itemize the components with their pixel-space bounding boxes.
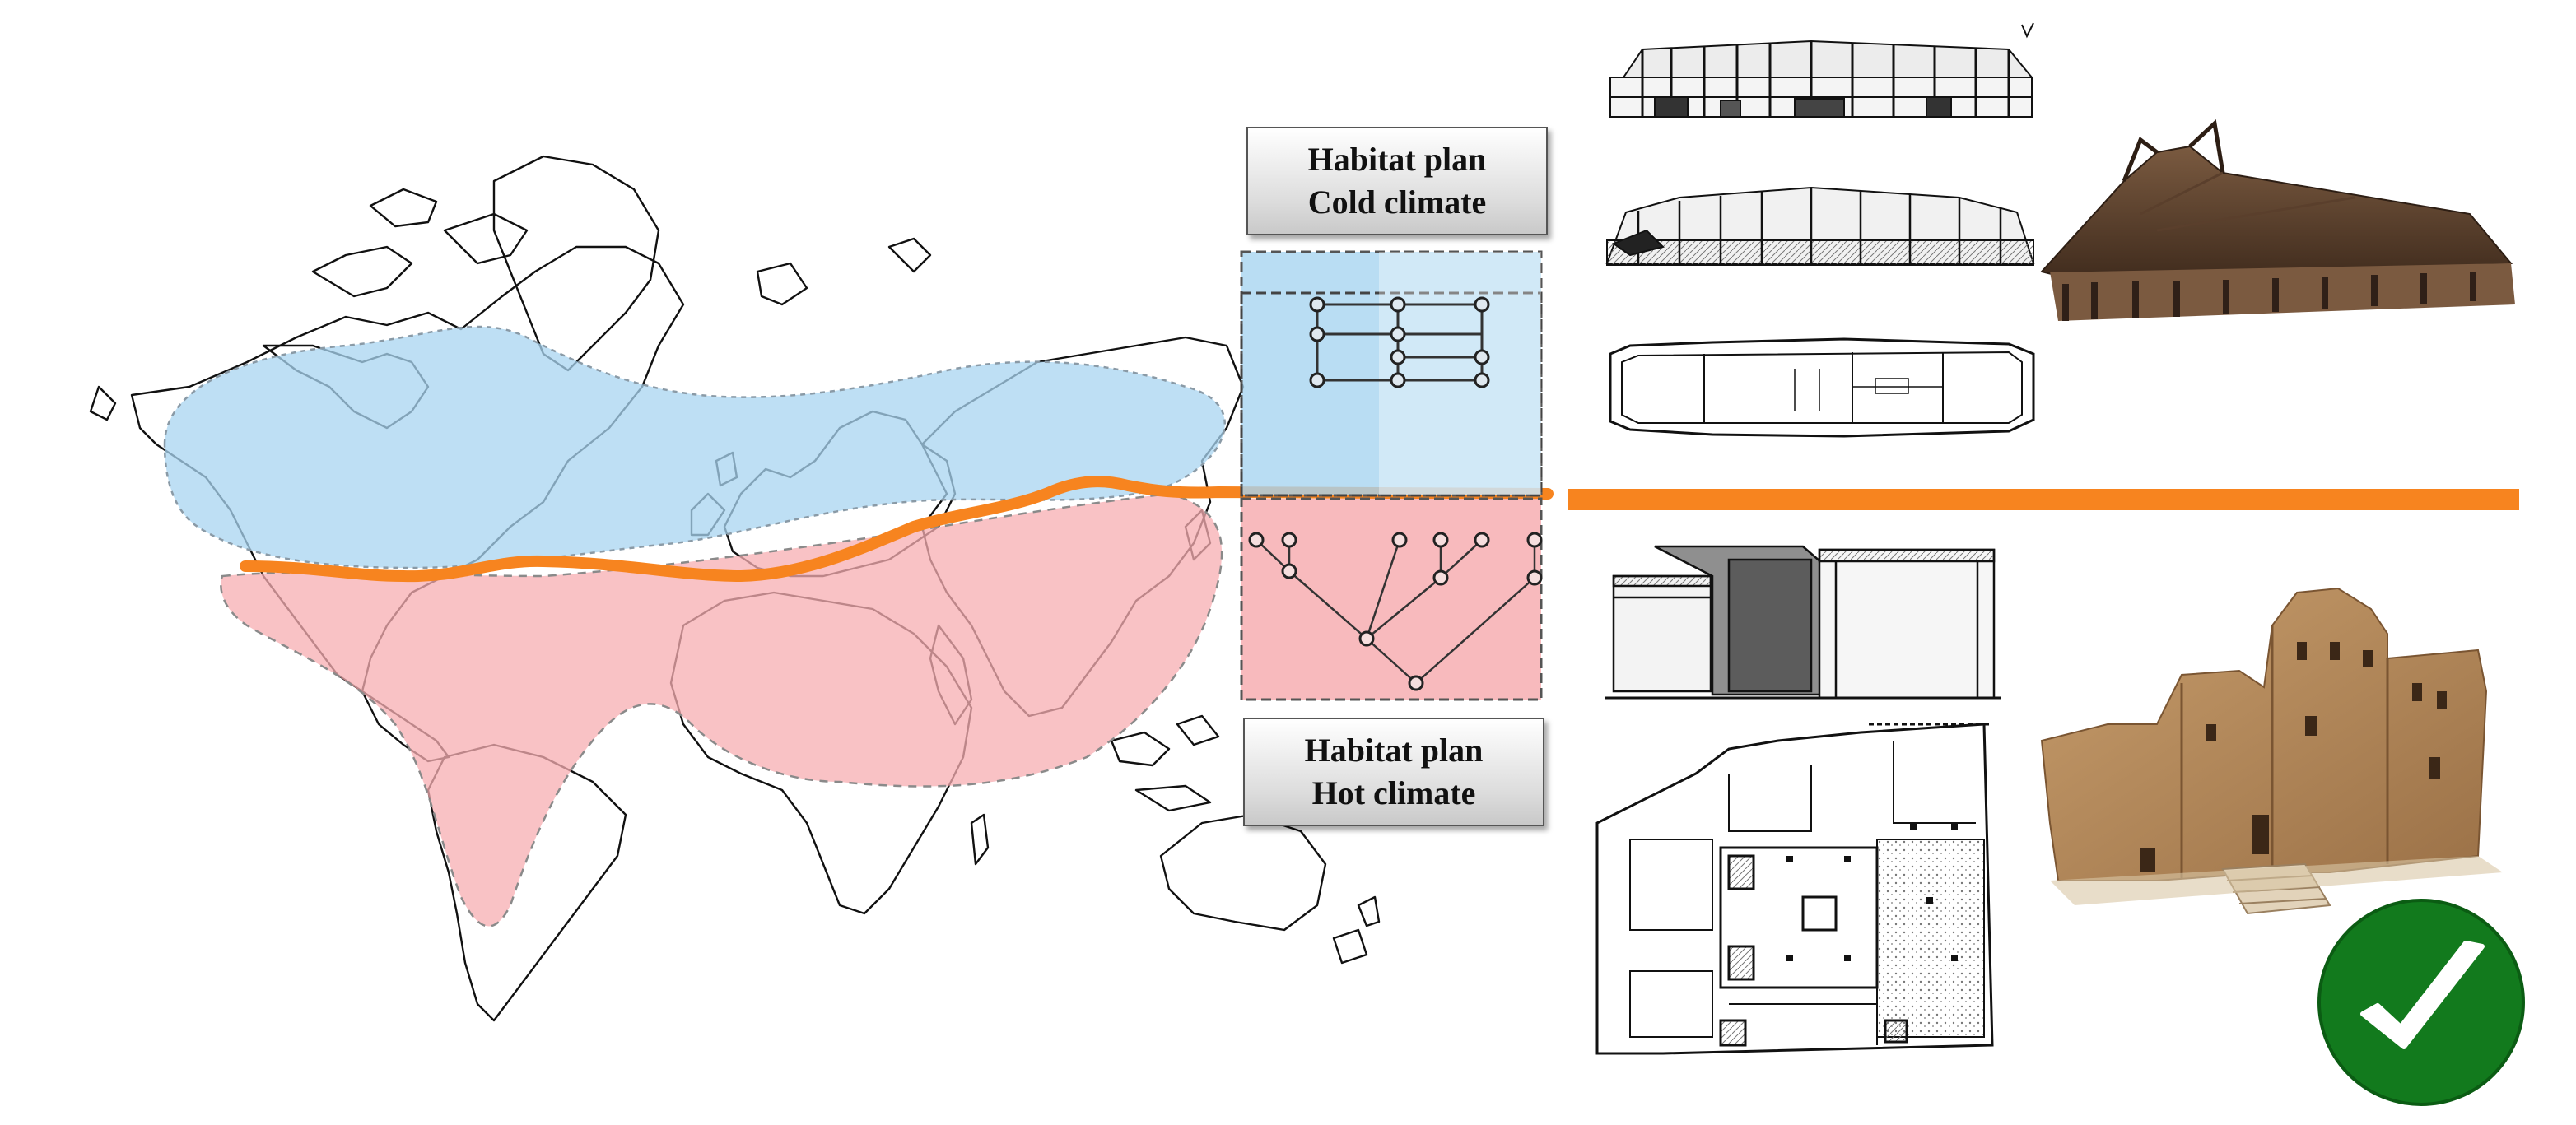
greenland-outline <box>492 155 660 372</box>
approval-badge <box>2317 899 2525 1106</box>
courtyard-house-sections <box>1605 545 2001 700</box>
adobe-house-photo <box>2040 587 2503 915</box>
cold-label-line1: Habitat plan <box>1307 141 1487 178</box>
hot-climate-zone <box>220 492 1223 927</box>
checkmark-icon <box>2360 941 2485 1049</box>
courtyard-house-floor-plan <box>1595 723 1994 1055</box>
hot-habitat-graph <box>1240 497 1543 701</box>
south-america-outline <box>426 743 627 1022</box>
climate-divider-line <box>240 476 1554 583</box>
hot-label-line2: Hot climate <box>1311 774 1476 811</box>
longhouse-section-elevation <box>1609 22 2034 118</box>
cold-label-line2: Cold climate <box>1307 184 1487 221</box>
longhouse-photo <box>2040 119 2515 321</box>
cold-habitat-graph <box>1240 250 1543 497</box>
australia-outline <box>1159 813 1327 932</box>
hot-climate-label: Habitat plan Hot climate <box>1243 718 1544 826</box>
hot-label-line1: Habitat plan <box>1304 732 1484 769</box>
cold-climate-label: Habitat plan Cold climate <box>1246 127 1548 235</box>
cold-climate-zone <box>163 325 1226 569</box>
longhouse-long-section <box>1605 186 2035 266</box>
longhouse-floor-plan <box>1609 337 2035 438</box>
